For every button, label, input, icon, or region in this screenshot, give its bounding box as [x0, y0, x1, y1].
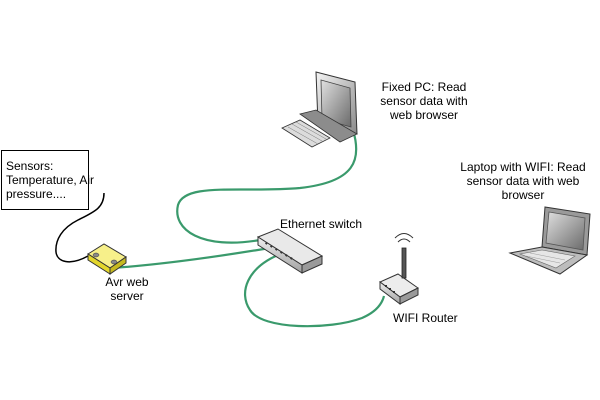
- ethernet-switch-icon: [256, 228, 324, 274]
- sensors-box-text: Sensors: Temperature, Air pressure....: [2, 151, 95, 201]
- cable-pc-to-switch: [176, 129, 358, 244]
- laptop-line-1: Laptop with WIFI: Read: [460, 160, 586, 174]
- wifi-router-label: WIFI Router: [393, 311, 458, 325]
- sensors-line-3: pressure....: [6, 187, 67, 201]
- fixed-pc-icon: [281, 71, 358, 148]
- cable-sensor-to-server: [55, 192, 105, 263]
- cable-switch-to-router: [244, 253, 386, 328]
- avr-server-label: Avr web server: [93, 275, 161, 303]
- fixed-pc-line-2: sensor data with: [380, 94, 468, 108]
- laptop-line-3: browser: [501, 188, 545, 202]
- sensors-box: Sensors: Temperature, Air pressure....: [1, 150, 95, 210]
- laptop-label: Laptop with WIFI: Read sensor data with …: [450, 160, 596, 202]
- sensors-line-1: Sensors:: [6, 159, 54, 173]
- avr-server-line-1: Avr web: [105, 275, 149, 289]
- avr-server-icon: [87, 243, 127, 275]
- laptop-icon: [508, 206, 591, 275]
- fixed-pc-line-3: web browser: [389, 108, 459, 122]
- cable-server-to-switch: [111, 245, 277, 270]
- wifi-router-icon: [379, 233, 419, 305]
- avr-server-line-2: server: [110, 289, 144, 303]
- laptop-line-2: sensor data with web: [466, 174, 580, 188]
- ethernet-switch-label: Ethernet switch: [280, 217, 363, 231]
- fixed-pc-line-1: Fixed PC: Read: [381, 80, 467, 94]
- sensors-line-2: Temperature, Air: [6, 173, 95, 187]
- fixed-pc-label: Fixed PC: Read sensor data with web brow…: [368, 80, 480, 122]
